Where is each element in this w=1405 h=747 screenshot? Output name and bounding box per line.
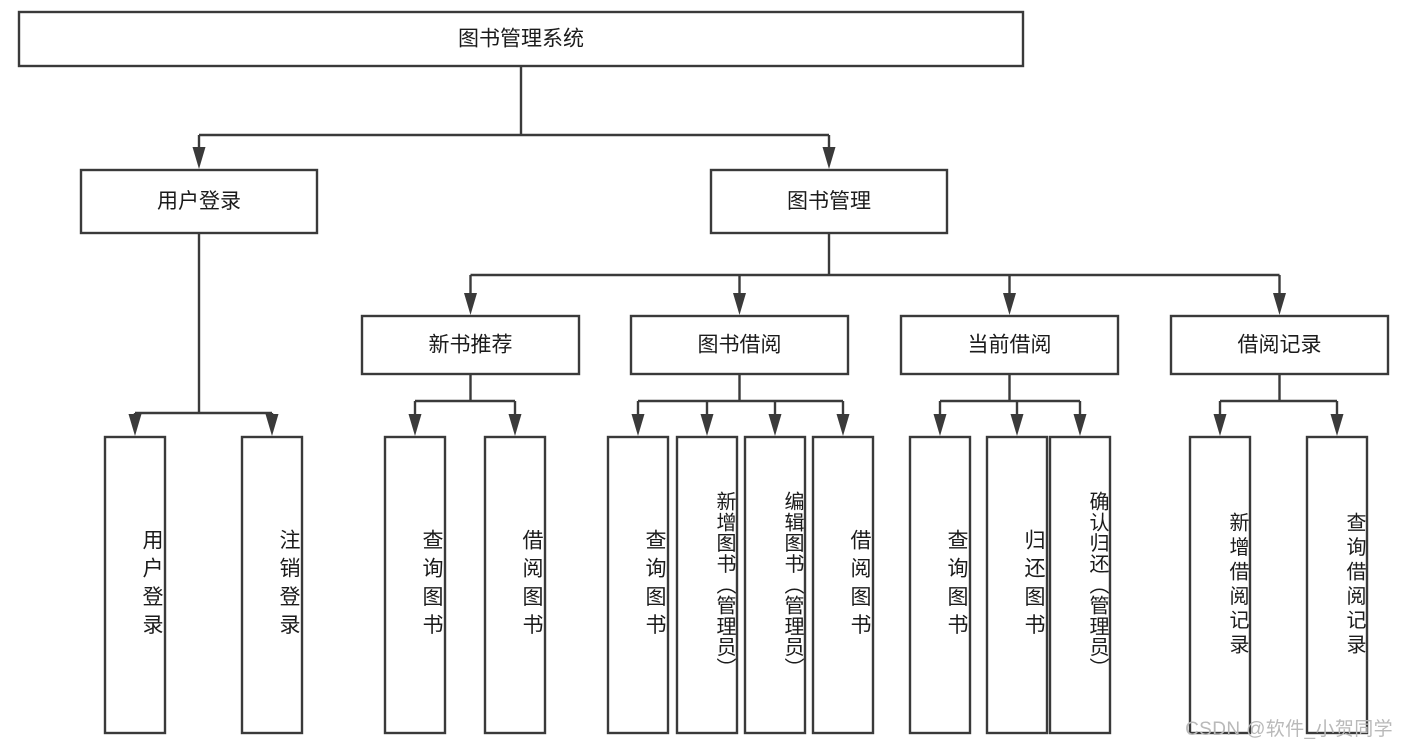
arrow-head-icon <box>733 293 746 315</box>
node-box[interactable] <box>103 435 167 735</box>
node-box[interactable] <box>606 435 670 735</box>
arrow-head-icon <box>768 414 782 436</box>
node-box[interactable] <box>1188 435 1252 735</box>
arrow-head-icon <box>631 414 645 436</box>
node-label: 当前借阅 <box>968 334 1052 357</box>
arrow-head-icon <box>1003 293 1016 315</box>
node-box[interactable] <box>629 314 850 376</box>
edge-layer <box>128 66 1344 436</box>
node-n_new_book_rec[interactable]: 新书推荐 <box>360 314 581 376</box>
node-l_edit_book[interactable] <box>743 435 807 735</box>
arrow-head-icon <box>192 147 206 169</box>
arrow-head-icon <box>408 414 422 436</box>
node-label: 借阅记录 <box>1238 334 1322 357</box>
node-l_user_login[interactable] <box>103 435 167 735</box>
node-box[interactable] <box>709 168 949 235</box>
arrow-head-icon <box>1330 414 1344 436</box>
node-box[interactable] <box>743 435 807 735</box>
arrow-head-icon <box>1213 414 1227 436</box>
node-box[interactable] <box>899 314 1120 376</box>
node-n_current_borrow[interactable]: 当前借阅 <box>899 314 1120 376</box>
node-box[interactable] <box>17 10 1025 68</box>
arrow-head-icon <box>265 414 279 436</box>
node-label: 新书推荐 <box>429 334 513 357</box>
node-n_user_login[interactable]: 用户登录 <box>79 168 319 235</box>
arrow-head-icon <box>836 414 850 436</box>
arrow-head-icon <box>464 293 477 315</box>
node-l_query_book_1[interactable] <box>383 435 447 735</box>
node-box[interactable] <box>811 435 875 735</box>
node-label: 图书管理 <box>787 190 871 213</box>
csdn-watermark: CSDN @软件_小贺同学 <box>1185 719 1393 740</box>
arrow-head-icon <box>933 414 947 436</box>
arrow-head-icon <box>1273 293 1286 315</box>
arrow-head-icon <box>700 414 714 436</box>
node-box[interactable] <box>79 168 319 235</box>
node-label: 图书借阅 <box>698 334 782 357</box>
node-l_borrow_book_1[interactable] <box>483 435 547 735</box>
node-box[interactable] <box>240 435 304 735</box>
node-box[interactable] <box>360 314 581 376</box>
arrow-head-icon <box>1073 414 1087 436</box>
node-l_add_book[interactable] <box>675 435 739 735</box>
arrow-head-icon <box>508 414 522 436</box>
arrow-head-icon <box>128 414 142 436</box>
node-box[interactable] <box>1305 435 1369 735</box>
node-l_logout[interactable] <box>240 435 304 735</box>
node-label: 用户登录 <box>157 190 241 213</box>
node-label: 图书管理系统 <box>458 28 584 51</box>
node-box[interactable] <box>483 435 547 735</box>
arrow-head-icon <box>1010 414 1024 436</box>
node-l_query_book_2[interactable] <box>606 435 670 735</box>
node-l_query_record[interactable] <box>1305 435 1369 735</box>
node-box[interactable] <box>908 435 972 735</box>
node-n_book_borrow[interactable]: 图书借阅 <box>629 314 850 376</box>
node-n_book_mgmt[interactable]: 图书管理 <box>709 168 949 235</box>
node-l_confirm_return[interactable] <box>1048 435 1112 735</box>
node-l_return_book[interactable] <box>985 435 1049 735</box>
node-box[interactable] <box>1169 314 1390 376</box>
node-box[interactable] <box>675 435 739 735</box>
node-n_borrow_record[interactable]: 借阅记录 <box>1169 314 1390 376</box>
arrow-head-icon <box>822 147 836 169</box>
node-root[interactable]: 图书管理系统 <box>17 10 1025 68</box>
node-l_query_book_3[interactable] <box>908 435 972 735</box>
node-box[interactable] <box>1048 435 1112 735</box>
node-box[interactable] <box>985 435 1049 735</box>
node-l_borrow_book_2[interactable] <box>811 435 875 735</box>
node-box[interactable] <box>383 435 447 735</box>
node-l_add_record[interactable] <box>1188 435 1252 735</box>
